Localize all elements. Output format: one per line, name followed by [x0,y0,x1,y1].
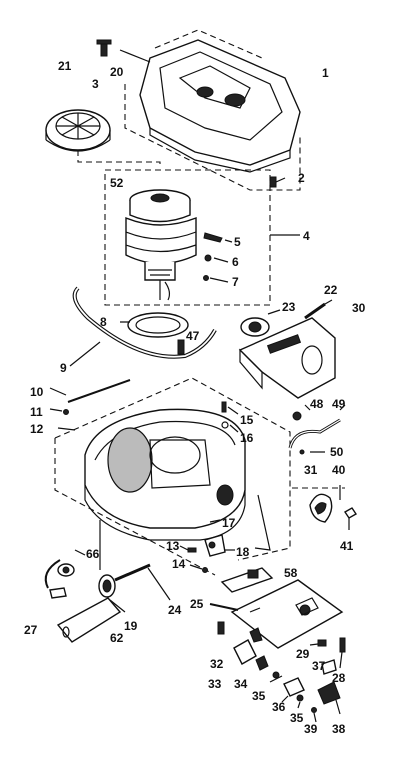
callout-39: 39 [304,722,318,736]
callout-35-b: 35 [290,711,304,725]
callout-35-a: 35 [252,689,266,703]
base-plate-25 [230,579,344,649]
callout-66: 66 [86,547,100,561]
callout-4: 4 [303,229,310,243]
bracket-5 [203,232,223,243]
callout-31: 31 [304,463,318,477]
washer-35b [296,694,304,702]
callout-20: 20 [110,65,124,79]
callout-11: 11 [30,405,43,419]
callout-7: 7 [232,275,239,289]
brush-38 [317,681,341,705]
pin-50 [299,449,305,455]
cover-plate-58 [220,567,274,593]
callout-1: 1 [322,66,329,80]
callout-2: 2 [298,171,305,185]
callout-19: 19 [124,619,138,633]
callout-9: 9 [60,361,67,375]
callout-14: 14 [172,557,186,571]
switch-33 [233,639,257,665]
part-37 [321,659,337,675]
washer-6 [204,254,212,262]
callout-25: 25 [190,597,204,611]
callout-18: 18 [236,545,250,559]
callout-58: 58 [284,566,298,580]
callout-15: 15 [240,413,254,427]
callout-16: 16 [240,431,254,445]
callout-13: 13 [166,539,180,553]
callout-40: 40 [332,463,346,477]
part-34 [255,655,269,671]
clamp-23 [240,317,270,337]
duct-30 [238,317,336,399]
latch-41 [344,507,357,519]
cord-66 [44,559,75,599]
callout-6: 6 [232,255,239,269]
screw-28 [339,637,346,653]
callout-labels: 1 2 3 4 5 6 7 8 9 10 11 12 13 14 15 16 1… [24,59,366,736]
washer-16 [221,421,229,429]
gasket-ring [127,312,189,338]
callout-21: 21 [58,59,72,73]
callout-10: 10 [30,385,44,399]
callout-37: 37 [312,659,326,673]
top-cover [139,39,301,173]
callout-52: 52 [110,176,124,190]
callout-8: 8 [100,315,107,329]
screw-39 [311,707,317,713]
wheel-19 [98,574,116,598]
part-36 [283,677,305,697]
screw-21 [96,39,112,57]
callout-30: 30 [352,301,366,315]
washer-35a [272,671,280,679]
callout-38: 38 [332,722,346,736]
screw-2 [269,176,277,188]
screw-13 [187,547,197,553]
clip-47 [177,339,185,355]
callout-49: 49 [332,397,346,411]
callout-27: 27 [24,623,38,637]
callout-3: 3 [92,77,99,91]
callout-5: 5 [234,235,241,249]
callout-22: 22 [324,283,338,297]
callout-29: 29 [296,647,310,661]
motor [125,189,197,301]
callout-62: 62 [110,631,124,645]
callout-50: 50 [330,445,344,459]
base-housing [84,408,246,541]
pin-15 [221,401,227,413]
callout-47: 47 [186,329,200,343]
callout-12: 12 [30,422,44,436]
callout-17: 17 [222,516,236,530]
callout-28: 28 [332,671,346,685]
callout-36: 36 [272,700,286,714]
screw-7 [203,275,209,281]
screw-32 [217,621,225,635]
plate-62 [56,597,122,643]
screw-48 [292,411,302,421]
screw-14 [202,567,208,573]
clip-29 [317,639,327,647]
callout-48: 48 [310,397,324,411]
callout-34: 34 [234,677,248,691]
callout-33: 33 [208,677,222,691]
filter-wheel [45,109,111,152]
callout-23: 23 [282,300,296,314]
callout-32: 32 [210,657,224,671]
callout-41: 41 [340,539,354,553]
callout-24: 24 [168,603,182,617]
screw-11 [63,409,69,415]
